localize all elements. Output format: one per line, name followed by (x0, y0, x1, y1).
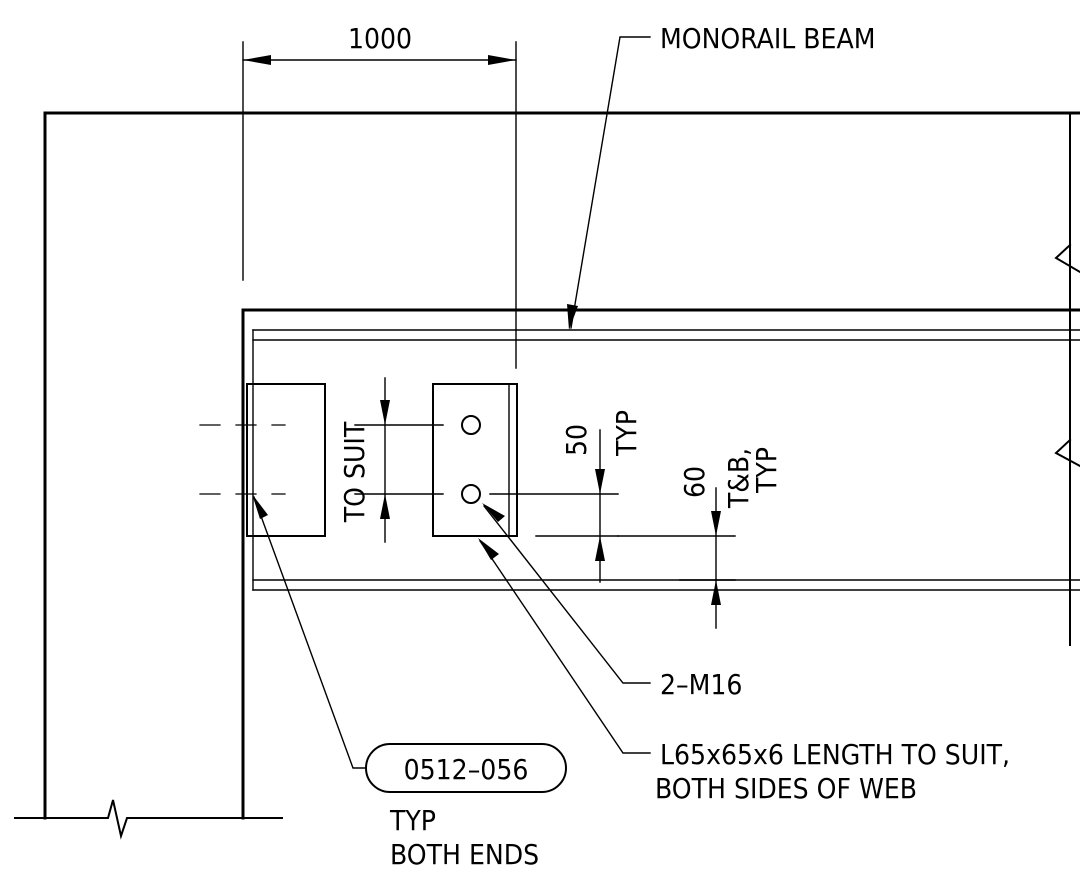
leader-bolts: 2–M16 (482, 503, 742, 701)
arrow-left (243, 55, 271, 65)
monorail-beam (241, 308, 1080, 591)
leader-line-bolts (483, 505, 651, 684)
leader-monorail-beam: MONORAIL BEAM (567, 22, 875, 330)
label-tb: T&B, (722, 448, 755, 509)
label-monorail-beam: MONORAIL BEAM (660, 22, 875, 55)
label-50: 50 (560, 424, 593, 456)
leader-line-angle (479, 540, 651, 754)
to-suit-arrow-bottom (380, 494, 390, 519)
leader-line-reference (253, 496, 367, 769)
label-to-suit: TO SUIT (338, 421, 371, 523)
label-1000: 1000 (348, 22, 412, 55)
to-suit-arrow-top (380, 400, 390, 425)
angle-clip-right (432, 383, 518, 537)
dim50-arrow-top (595, 469, 605, 494)
dimension-to-suit: TO SUIT (338, 377, 444, 543)
label-ref-tag: 0512–056 (404, 753, 529, 786)
label-both-ends: BOTH ENDS (390, 838, 539, 871)
label-bolts: 2–M16 (660, 668, 742, 701)
dimension-1000: 1000 (242, 22, 517, 369)
label-typ: TYP (389, 804, 436, 837)
dimension-50-typ: 50 TYP (489, 410, 643, 583)
reference-tag-outline (365, 743, 567, 793)
leader-arrow-angle (478, 538, 499, 560)
label-60-typ: TYP (750, 447, 783, 494)
angle-clips (199, 383, 518, 537)
leader-arrow-bolts (482, 503, 505, 522)
dim50-arrow-bottom (595, 536, 605, 561)
bolt-hole-bottom (461, 484, 481, 504)
support-frame (14, 111, 1080, 840)
dim60-arrow-top (711, 511, 721, 536)
leader-line-monorail-beam (570, 36, 651, 329)
label-angle-line1: L65x65x6 LENGTH TO SUIT, (660, 738, 1010, 771)
label-angle-line2: BOTH SIDES OF WEB (655, 772, 917, 805)
arrow-right (488, 55, 516, 65)
label-60: 60 (678, 466, 711, 498)
break-symbol-right-bottom (1054, 438, 1080, 468)
leader-arrow-monorail-beam (567, 304, 578, 330)
dimension-60-tb-typ: 60 T&B, TYP (617, 447, 783, 629)
break-line-bottom (14, 799, 283, 840)
leader-angle: L65x65x6 LENGTH TO SUIT, BOTH SIDES OF W… (478, 538, 1010, 805)
break-symbol-right-top (1054, 243, 1080, 274)
dim60-arrow-bottom (711, 580, 721, 605)
label-50-typ: TYP (610, 410, 643, 457)
bolt-hole-top (461, 415, 481, 435)
leader-reference: 0512–056 TYP BOTH ENDS (252, 494, 567, 871)
angle-clip-left (246, 383, 326, 537)
leader-arrow-reference (252, 494, 268, 519)
